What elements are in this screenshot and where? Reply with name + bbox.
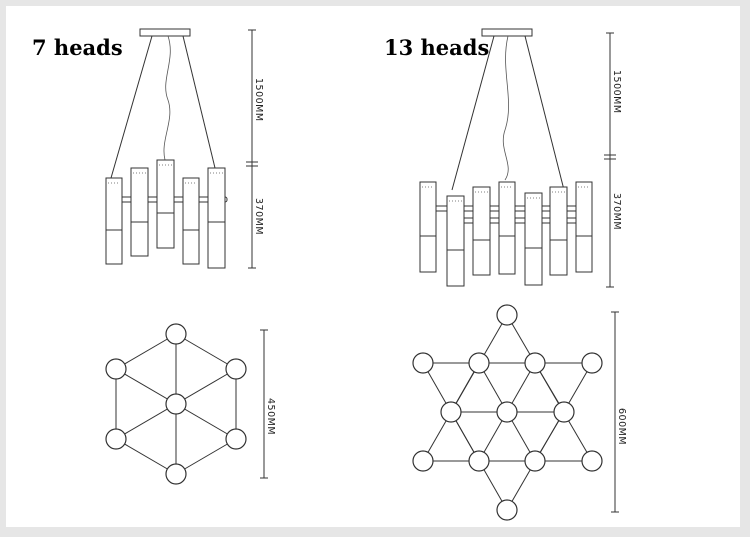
seven-heads-cable-length-label: 1500MM <box>253 78 264 122</box>
thirteen-heads-top-view <box>412 304 603 521</box>
lamp-head <box>412 450 434 472</box>
lamp-head <box>225 428 247 450</box>
seven-heads-height-dimension: 1500MM 370MM <box>246 29 264 269</box>
tube <box>549 186 568 276</box>
lamp-head <box>165 393 187 415</box>
thirteen-heads-width-dimension: 600MM <box>611 311 627 513</box>
thirteen-heads-height-dimension: 1500MM 370MM <box>604 32 622 288</box>
lamp-head <box>165 323 187 345</box>
seven-heads-power-cord <box>163 35 171 161</box>
lamp-head <box>468 450 490 472</box>
lamp-head <box>496 499 518 521</box>
lamp-head <box>581 450 603 472</box>
lamp-head <box>524 352 546 374</box>
thirteen-heads-tubes <box>419 181 593 287</box>
thirteen-heads-canopy <box>481 28 533 37</box>
tube <box>419 181 437 273</box>
tube <box>207 167 226 269</box>
seven-heads-canopy <box>139 28 191 37</box>
tube <box>105 177 123 265</box>
seven-heads-width-label: 450MM <box>265 398 276 435</box>
thirteen-heads-cable-length-label: 1500MM <box>611 70 622 114</box>
seven-heads-tubes <box>105 159 226 269</box>
thirteen-heads-cable-right <box>524 35 565 191</box>
seven-heads-cable-right <box>182 35 216 169</box>
thirteen-heads-cable-left <box>451 35 495 191</box>
seven-heads-panel: 7 heads <box>32 28 276 485</box>
seven-heads-top-view <box>105 323 247 485</box>
tube <box>182 177 200 265</box>
lamp-head <box>165 463 187 485</box>
lamp-head <box>468 352 490 374</box>
seven-heads-width-dimension: 450MM <box>260 329 276 479</box>
tube <box>498 181 516 275</box>
lamp-head <box>524 450 546 472</box>
lamp-head <box>225 358 247 380</box>
lamp-head <box>581 352 603 374</box>
lamp-head <box>412 352 434 374</box>
seven-heads-cable-left <box>110 35 153 179</box>
lamp-head <box>105 358 127 380</box>
tube <box>524 192 543 286</box>
thirteen-heads-width-label: 600MM <box>616 408 627 445</box>
lamp-head <box>496 401 518 423</box>
tube <box>130 167 149 257</box>
thirteen-heads-title: 13 heads <box>384 35 489 60</box>
tube <box>575 181 593 273</box>
lamp-head <box>553 401 575 423</box>
seven-heads-tube-length-label: 370MM <box>253 198 264 235</box>
seven-heads-title: 7 heads <box>32 35 123 60</box>
lamp-head <box>105 428 127 450</box>
thirteen-heads-power-cord <box>503 35 509 181</box>
lamp-head <box>440 401 462 423</box>
lamp-head <box>496 304 518 326</box>
tube <box>472 186 491 276</box>
thirteen-heads-tube-length-label: 370MM <box>611 193 622 230</box>
tube <box>446 195 465 287</box>
tube <box>156 159 175 249</box>
thirteen-heads-panel: 13 heads <box>384 28 627 521</box>
